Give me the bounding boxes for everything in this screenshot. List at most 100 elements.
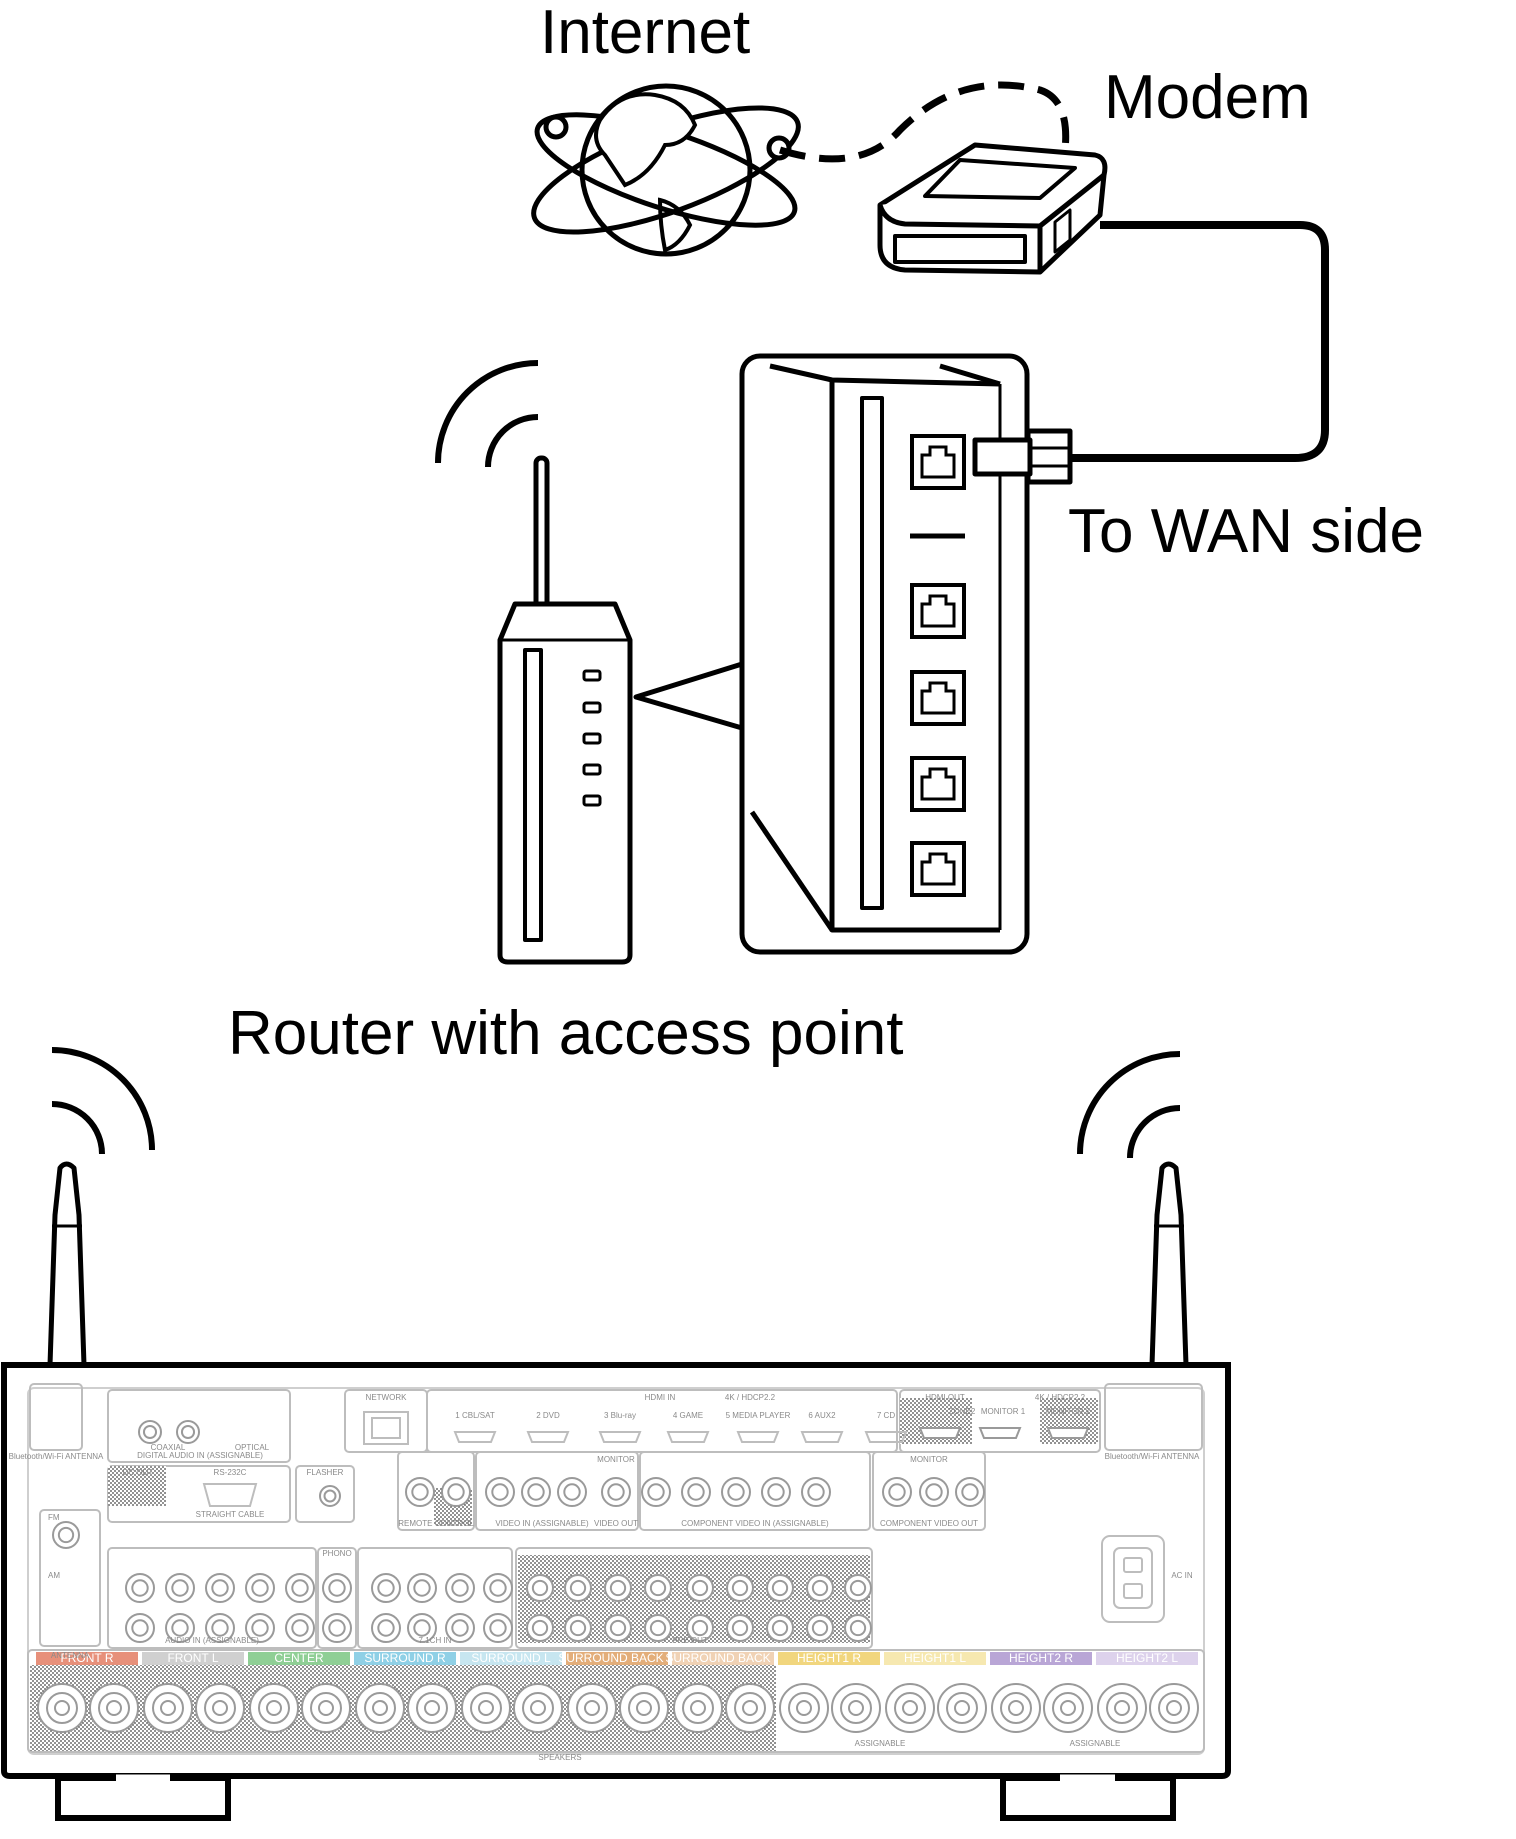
speaker-band-label: HEIGHT1 L bbox=[904, 1651, 966, 1665]
lan-port-icon bbox=[910, 756, 966, 812]
am-label: AM bbox=[48, 1571, 60, 1580]
speaker-band-label: HEIGHT2 L bbox=[1116, 1651, 1178, 1665]
speaker-terminal-icon bbox=[407, 1683, 457, 1733]
hdmi-port-icon bbox=[598, 1431, 642, 1443]
rca-jack-icon bbox=[526, 1614, 554, 1642]
rca-jack-icon bbox=[407, 1573, 437, 1603]
rca-jack-icon bbox=[125, 1613, 155, 1643]
rca-jack-icon bbox=[245, 1613, 275, 1643]
video-in-label: VIDEO IN (ASSIGNABLE) bbox=[495, 1519, 589, 1528]
hdmi-in-input-label: 5 MEDIA PLAYER bbox=[726, 1411, 791, 1420]
speaker-band: FRONT R bbox=[36, 1651, 139, 1733]
rca-jack-icon bbox=[285, 1573, 315, 1603]
rca-jack-icon bbox=[686, 1614, 714, 1642]
rca-jack-icon bbox=[644, 1614, 672, 1642]
hdmi-in-label: HDMI IN bbox=[645, 1393, 676, 1402]
rca-jack-icon bbox=[955, 1477, 985, 1507]
rs232c-label: RS-232C bbox=[214, 1468, 247, 1477]
rca-jack-icon bbox=[322, 1573, 352, 1603]
wan-cable-line bbox=[1070, 221, 1329, 462]
wan-port-icon bbox=[910, 434, 966, 490]
rca-jack-icon bbox=[485, 1477, 515, 1507]
rca-jack-icon bbox=[681, 1477, 711, 1507]
rca-jack-icon bbox=[371, 1573, 401, 1603]
hdmi-port-icon bbox=[666, 1431, 710, 1443]
speaker-band: HEIGHT1 L bbox=[884, 1651, 987, 1733]
monitor1-label: MONITOR 1 bbox=[981, 1407, 1026, 1416]
rca-jack-icon bbox=[721, 1477, 751, 1507]
rca-jack-icon bbox=[483, 1613, 513, 1643]
speaker-band-label: HEIGHT1 R bbox=[797, 1651, 861, 1665]
speaker-terminal-icon bbox=[1149, 1683, 1199, 1733]
speaker-terminal-icon bbox=[89, 1683, 139, 1733]
hdmi-port-icon bbox=[526, 1431, 570, 1443]
internet-globe-icon bbox=[531, 83, 801, 257]
router-icon bbox=[497, 455, 633, 965]
assignable-label-2: ASSIGNABLE bbox=[1070, 1739, 1121, 1748]
speaker-terminal-icon bbox=[249, 1683, 299, 1733]
speaker-terminal-icon bbox=[513, 1683, 563, 1733]
receiver-wifi-signal-left-icon bbox=[51, 1047, 155, 1155]
speaker-terminal-icon bbox=[619, 1683, 669, 1733]
ch71-in-label: 7.1CH IN bbox=[419, 1636, 452, 1645]
speaker-terminal-icon bbox=[831, 1683, 881, 1733]
speaker-terminal-icon bbox=[37, 1683, 87, 1733]
rca-jack-icon bbox=[806, 1574, 834, 1602]
receiver-antenna-right-icon bbox=[1148, 1161, 1190, 1398]
rca-jack-icon bbox=[245, 1573, 275, 1603]
zone2-label: ZONE2 bbox=[949, 1407, 976, 1416]
speaker-band-label: HEIGHT2 R bbox=[1009, 1651, 1073, 1665]
modem-icon bbox=[877, 142, 1108, 275]
rca-jack-icon bbox=[165, 1573, 195, 1603]
rca-jack-icon bbox=[601, 1477, 631, 1507]
hdmi-port-icon bbox=[864, 1431, 908, 1443]
video-monitor-label: MONITOR bbox=[597, 1455, 635, 1464]
router-callout-pointer bbox=[633, 661, 743, 731]
ac-in-label: AC IN bbox=[1171, 1571, 1193, 1580]
hdmi-out-port-icon bbox=[978, 1427, 1022, 1439]
rca-jack-icon bbox=[405, 1477, 435, 1507]
speaker-band: SURROUND BACK L bbox=[665, 1651, 781, 1733]
ac-inlet-icon bbox=[1113, 1547, 1153, 1609]
speaker-band-label: CENTER bbox=[274, 1651, 324, 1665]
speaker-terminal-icon bbox=[673, 1683, 723, 1733]
wan-plug-icon bbox=[972, 428, 1073, 485]
rca-jack-icon bbox=[844, 1614, 872, 1642]
speakers-label: SPEAKERS bbox=[538, 1753, 581, 1762]
router-antenna-icon bbox=[533, 455, 550, 621]
rca-jack-icon bbox=[564, 1614, 592, 1642]
speaker-band-label: SURROUND BACK L bbox=[665, 1651, 781, 1665]
speaker-band: SURROUND R bbox=[354, 1651, 457, 1733]
speaker-terminal-icon bbox=[885, 1683, 935, 1733]
receiver-wifi-signal-right-icon bbox=[1077, 1051, 1181, 1159]
router-lan-ports bbox=[910, 434, 966, 897]
rca-jack-icon bbox=[766, 1574, 794, 1602]
modem-label: Modem bbox=[1104, 63, 1311, 132]
speaker-terminal-icon bbox=[195, 1683, 245, 1733]
router-label: Router with access point bbox=[228, 999, 903, 1068]
speaker-terminal-icon bbox=[1043, 1683, 1093, 1733]
bt-antenna-right-label: Bluetooth/Wi-Fi ANTENNA bbox=[1105, 1452, 1200, 1461]
rca-jack-icon bbox=[806, 1614, 834, 1642]
speaker-band: HEIGHT2 L bbox=[1096, 1651, 1199, 1733]
rca-jack-icon bbox=[526, 1574, 554, 1602]
speaker-band-label: FRONT L bbox=[167, 1651, 218, 1665]
remote-control-label: REMOTE CONTROL bbox=[398, 1519, 474, 1528]
speaker-terminal-icon bbox=[301, 1683, 351, 1733]
speaker-terminal-icon bbox=[461, 1683, 511, 1733]
rca-jack-icon bbox=[205, 1573, 235, 1603]
router-wifi-signal-icon bbox=[435, 360, 539, 468]
speaker-band: HEIGHT1 R bbox=[778, 1651, 881, 1733]
speaker-terminal-icon bbox=[991, 1683, 1041, 1733]
panel-labels: Bluetooth/Wi-Fi ANTENNA Bluetooth/Wi-Fi … bbox=[9, 1393, 1200, 1762]
rca-jack-icon bbox=[483, 1573, 513, 1603]
rca-jack-icon bbox=[371, 1613, 401, 1643]
digital-audio-in-label: DIGITAL AUDIO IN (ASSIGNABLE) bbox=[137, 1451, 263, 1460]
hdmi-in-input-label: 6 AUX2 bbox=[808, 1411, 836, 1420]
rca-jack-icon bbox=[285, 1613, 315, 1643]
hdmi-in-input-label: 4 GAME bbox=[673, 1411, 703, 1420]
hdmi-in-input-label: 3 Blu-ray bbox=[604, 1411, 636, 1420]
hdmi-out-label: HDMI OUT bbox=[925, 1393, 965, 1402]
